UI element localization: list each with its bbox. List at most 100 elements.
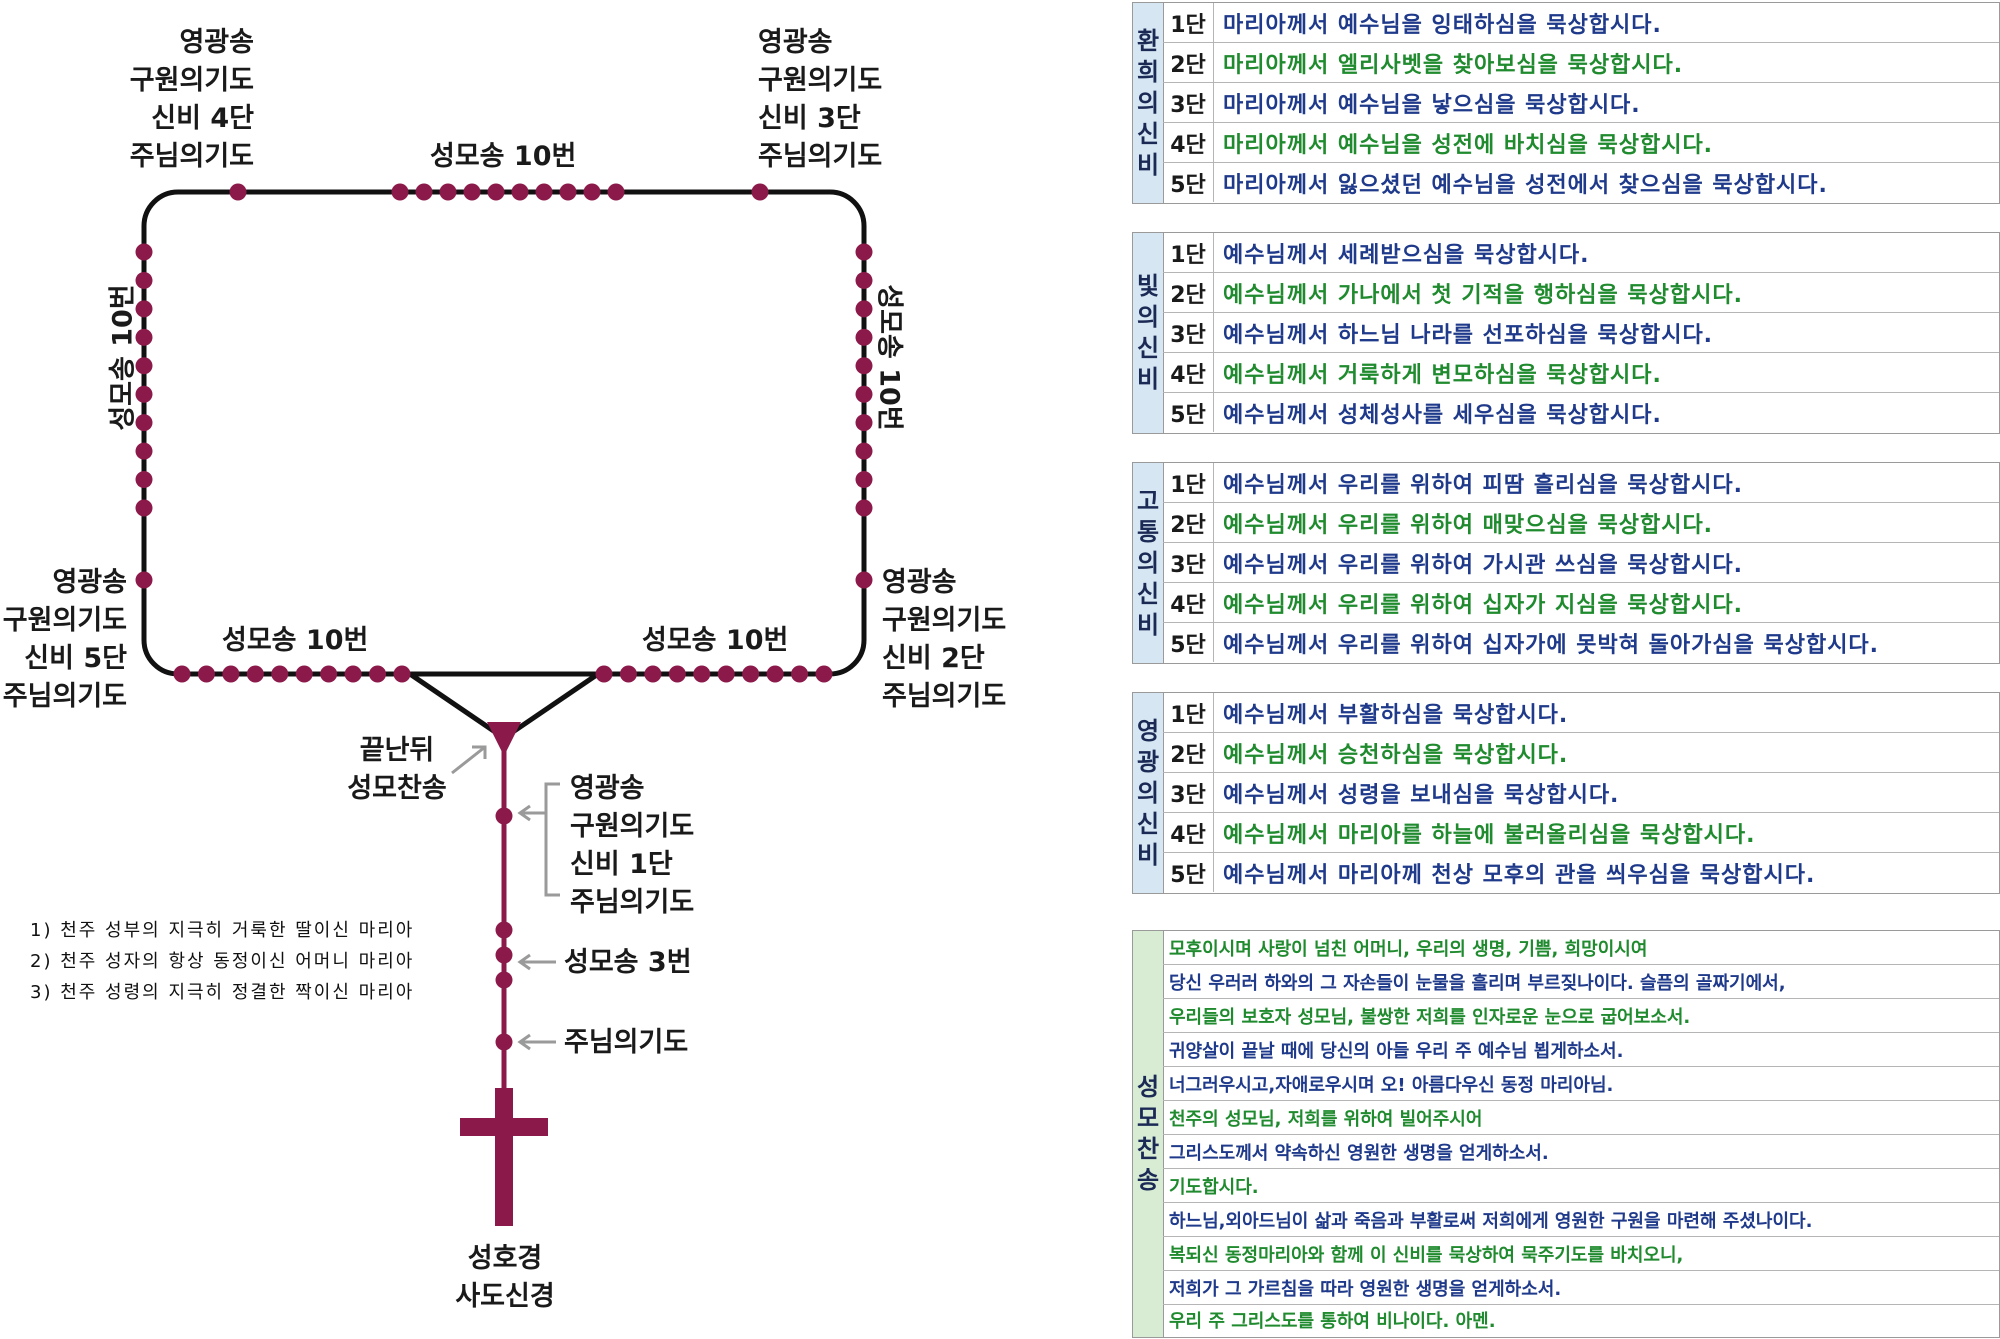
our-father-bead	[229, 183, 247, 201]
hail-mary-bead	[717, 665, 735, 683]
hail-mary-bead	[668, 665, 686, 683]
rosary-beads	[135, 183, 873, 1051]
hail-mary-bead	[855, 271, 873, 289]
hymn-line: 저희가 그 가르침을 따라 영원한 생명을 얻게하소서.	[1163, 1271, 1999, 1305]
hail-mary-bead	[535, 183, 553, 201]
notes: 1) 천주 성부의 지극히 거룩한 딸이신 마리아 2) 천주 성자의 항상 동…	[30, 915, 414, 1008]
hail-mary-bead	[855, 471, 873, 489]
hail-mary-bead	[559, 183, 577, 201]
three-hail-label: 성모송 3번	[564, 947, 692, 978]
hail-mary-bead	[135, 328, 153, 346]
hail-mary-bead	[855, 499, 873, 517]
hail-mary-bead	[619, 665, 637, 683]
hail-mary-bead	[495, 921, 513, 939]
hail-mary-bead	[855, 442, 873, 460]
pointer-arrows	[451, 745, 560, 1051]
rosary-diagram	[135, 183, 873, 1226]
hymn-line: 당신 우러러 하와의 그 자손들이 눈물을 흘리며 부르짖나이다. 슬픔의 골짜…	[1163, 965, 1999, 999]
hail-mary-bead	[511, 183, 529, 201]
hail-mary-bead	[271, 665, 289, 683]
our-father-label: 주님의기도	[564, 1027, 689, 1058]
centerpiece	[487, 722, 521, 756]
hymn-line: 복되신 동정마리아와 함께 이 신비를 묵상하여 묵주기도를 바치오니,	[1163, 1237, 1999, 1271]
hail-mary-bead	[246, 665, 264, 683]
hail-mary-bead	[135, 442, 153, 460]
hymn-line: 천주의 성모님, 저희를 위하여 빌어주시어	[1163, 1101, 1999, 1135]
hail-mary-bead	[135, 499, 153, 517]
hail-mary-bead	[320, 665, 338, 683]
hymn-line: 너그러우시고,자애로우시며 오! 아름다우신 동정 마리아님.	[1163, 1067, 1999, 1101]
our-father-bead	[495, 807, 513, 825]
hail-mary-bead	[135, 471, 153, 489]
hail-mary-bead	[583, 183, 601, 201]
hail-mary-bead	[495, 971, 513, 989]
bottom-right-mid-label: 성모송 10번	[642, 625, 789, 656]
note-item: 2) 천주 성자의 항상 동정이신 어머니 마리아	[30, 951, 415, 972]
hail-mary-bead	[855, 414, 873, 432]
hail-mary-bead	[222, 665, 240, 683]
hail-mary-bead	[595, 665, 613, 683]
hail-mary-bead	[487, 183, 505, 201]
hymn-line: 하느님,외아드님이 삶과 죽음과 부활로써 저희에게 영원한 구원을 마련해 주…	[1163, 1203, 1999, 1237]
hymn-line: 기도합시다.	[1163, 1169, 1999, 1203]
left-side-label: 성모송 10번	[107, 284, 139, 431]
cross-icon	[460, 1088, 548, 1226]
hail-mary-bead	[855, 385, 873, 403]
right-side-label: 성모송 10번	[873, 284, 905, 431]
hail-mary-bead	[766, 665, 784, 683]
our-father-bead	[135, 571, 153, 589]
hail-mary-bead	[439, 183, 457, 201]
hail-mary-bead	[135, 300, 153, 318]
hymn-line: 우리들의 보호자 성모님, 불쌍한 저희를 인자로운 눈으로 굽어보소서.	[1163, 999, 1999, 1033]
hail-mary-bead	[742, 665, 760, 683]
hail-mary-bead	[393, 665, 411, 683]
hail-mary-bead	[415, 183, 433, 201]
hail-mary-bead	[295, 665, 313, 683]
hail-mary-bead	[135, 271, 153, 289]
hymn-line: 모후이시며 사랑이 넘친 어머니, 우리의 생명, 기쁨, 희망이시여	[1163, 931, 1999, 965]
hail-mary-bead	[855, 357, 873, 375]
hail-mary-bead	[135, 414, 153, 432]
note-item: 3) 천주 성령의 지극히 정결한 짝이신 마리아	[30, 982, 415, 1003]
hail-mary-bead	[344, 665, 362, 683]
hail-mary-bead	[855, 243, 873, 261]
bottom-left-mid-label: 성모송 10번	[222, 625, 369, 656]
hail-mary-bead	[463, 183, 481, 201]
hail-mary-bead	[135, 243, 153, 261]
hail-mary-bead	[197, 665, 215, 683]
hymn-line: 귀양살이 끝날 때에 당신의 아들 우리 주 예수님 뵙게하소서.	[1163, 1033, 1999, 1067]
hymn-line: 그리스도께서 약속하신 영원한 생명을 얻게하소서.	[1163, 1135, 1999, 1169]
our-father-bead	[495, 1033, 513, 1051]
our-father-bead	[751, 183, 769, 201]
